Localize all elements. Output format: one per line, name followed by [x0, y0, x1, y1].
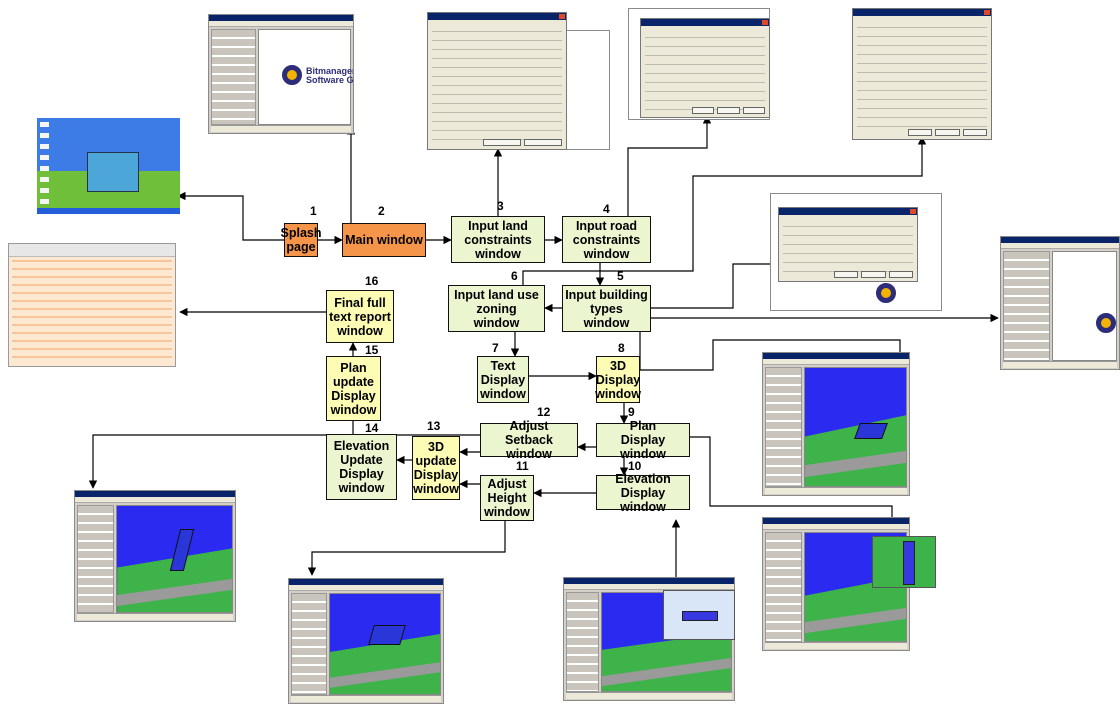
node-text-display: Text Display window	[477, 356, 529, 403]
arrow-splash-to-desktop	[177, 191, 284, 241]
main-window-screenshot: Bitmanagement Software GmbH	[208, 14, 354, 134]
node-elevation-display: Elevation Display window	[596, 472, 690, 514]
node-number: 6	[511, 269, 518, 283]
land-use-zoning-dialog-screenshot	[852, 8, 992, 140]
arrow-zoning-to-dialog	[522, 136, 927, 285]
node-plan-display: Plan Display window	[596, 419, 690, 461]
node-3d-display: 3D Display window	[595, 356, 641, 403]
arrow-road-to-dialog	[627, 115, 712, 216]
node-number: 8	[618, 341, 625, 355]
node-adjust-setback: Adjust Setback window	[480, 419, 578, 461]
node-final-full-text-report: Final full text report window	[326, 290, 394, 343]
height-update-screenshot	[288, 578, 444, 704]
node-splash-page: Splash page	[281, 223, 322, 257]
node-number: 9	[628, 405, 635, 419]
node-number: 1	[310, 204, 317, 218]
node-number: 5	[617, 269, 624, 283]
node-number: 7	[492, 341, 499, 355]
right-main-window-screenshot	[1000, 236, 1120, 370]
node-number: 3	[497, 199, 504, 213]
logo-text: Bitmanagement Software GmbH	[306, 66, 354, 86]
road-constraints-dialog-screenshot	[640, 18, 770, 118]
arrow-height-to-bottom-thumb	[307, 520, 506, 576]
node-number: 4	[603, 202, 610, 216]
elevation-view-overlay	[663, 590, 735, 640]
bitmanagement-logo-icon-2	[876, 283, 896, 303]
node-elevation-update-display: Elevation Update Display window	[326, 434, 397, 500]
node-number: 13	[427, 419, 441, 433]
node-input-road-constraints: Input road constraints window	[562, 216, 651, 263]
plan-view-overlay	[872, 536, 936, 588]
node-number: 11	[516, 459, 529, 473]
node-input-building-types: Input building types window	[562, 285, 651, 332]
bitmanagement-logo-icon	[282, 65, 302, 85]
node-main-window: Main window	[342, 223, 426, 257]
3d-display-screenshot	[762, 352, 910, 496]
building-types-dialog-screenshot	[778, 207, 918, 282]
final-report-screenshot	[8, 243, 176, 367]
node-number: 10	[628, 459, 642, 473]
bitmanagement-logo-icon-3	[1096, 313, 1116, 333]
node-number: 14	[365, 421, 379, 435]
node-number: 2	[378, 204, 385, 218]
node-input-land-constraints: Input land constraints window	[451, 216, 545, 263]
setback-update-screenshot	[74, 490, 236, 622]
node-plan-update-display: Plan update Display window	[326, 356, 381, 421]
node-3d-update-display: 3D update Display window	[412, 436, 460, 500]
node-number: 12	[537, 405, 551, 419]
land-constraints-dialog-screenshot	[427, 12, 567, 150]
node-input-land-use-zoning: Input land use zoning window	[448, 285, 545, 332]
node-adjust-height: Adjust Height window	[480, 475, 534, 521]
node-number: 16	[365, 274, 379, 288]
node-number: 15	[365, 343, 379, 357]
desktop-screenshot	[37, 118, 180, 214]
